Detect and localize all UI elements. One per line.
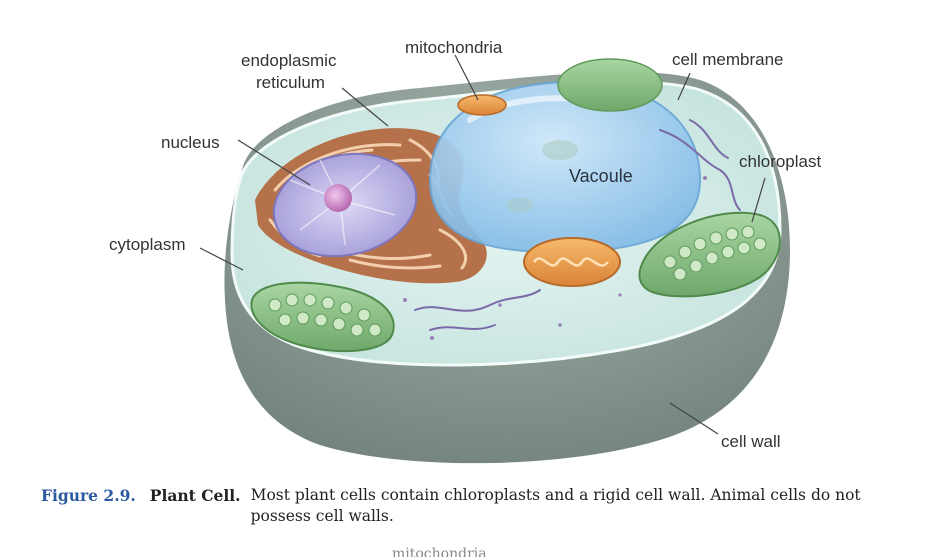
label-mitochondria: mitochondria bbox=[405, 38, 503, 57]
chloroplast-right bbox=[638, 211, 781, 298]
label-nucleus: nucleus bbox=[161, 133, 220, 152]
nucleus bbox=[272, 152, 418, 258]
figure-caption: Figure 2.9. Plant Cell. Most plant cells … bbox=[41, 485, 921, 527]
label-vacoule: Vacoule bbox=[569, 166, 633, 186]
caption-text: Most plant cells contain chloroplasts an… bbox=[250, 486, 861, 525]
label-cell-membrane: cell membrane bbox=[672, 50, 784, 69]
caption-figure-number: Figure 2.9. bbox=[41, 486, 136, 505]
chloroplast-left bbox=[250, 281, 395, 353]
caption-title: Plant Cell. bbox=[149, 486, 241, 505]
chloroplast-top bbox=[557, 58, 663, 112]
label-cytoplasm: cytoplasm bbox=[109, 235, 186, 254]
leader-lines bbox=[199, 54, 766, 435]
vacuole bbox=[428, 80, 702, 254]
nucleolus bbox=[324, 184, 352, 212]
mitochondrion-center bbox=[523, 237, 621, 287]
label-cell-wall: cell wall bbox=[721, 432, 781, 451]
label-reticulum: reticulum bbox=[256, 73, 325, 92]
cytoskeleton-filaments bbox=[414, 119, 741, 331]
label-chloroplast: chloroplast bbox=[739, 152, 821, 171]
label-endoplasmic: endoplasmic bbox=[241, 51, 337, 70]
mitochondrion-top bbox=[457, 94, 507, 116]
cutoff-next-text: mitochondria bbox=[392, 546, 487, 557]
